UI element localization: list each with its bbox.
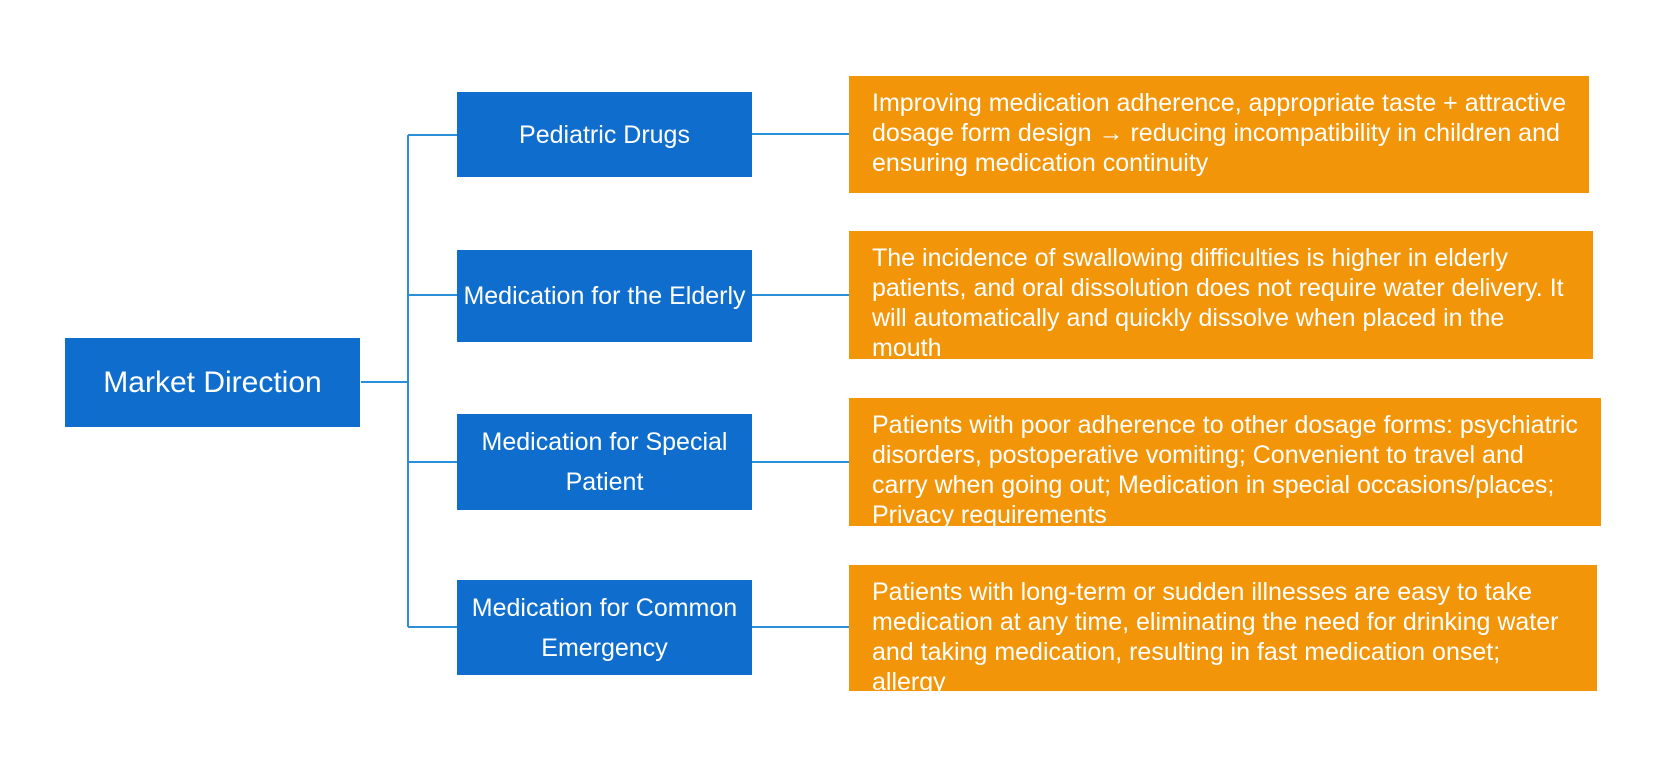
description-node-common-emergency: Patients with long-term or sudden illnes… xyxy=(849,565,1597,696)
category-node-special-patient: Medication for Special Patient xyxy=(457,414,752,510)
category-label: Medication for Common Emergency xyxy=(471,593,738,662)
description-text: Patients with long-term or sudden illnes… xyxy=(872,578,1559,696)
description-text: Patients with poor adherence to other do… xyxy=(872,411,1578,529)
description-node-pediatric: Improving medication adherence, appropri… xyxy=(849,76,1589,193)
description-node-elderly: The incidence of swallowing difficulties… xyxy=(849,231,1593,362)
market-direction-label: Market Direction xyxy=(103,365,322,399)
category-node-elderly: Medication for the Elderly xyxy=(457,250,752,342)
category-label: Medication for the Elderly xyxy=(463,282,746,310)
category-node-pediatric: Pediatric Drugs xyxy=(457,92,752,177)
description-text: The incidence of swallowing difficulties… xyxy=(872,244,1564,362)
category-node-common-emergency: Medication for Common Emergency xyxy=(457,580,752,675)
connector-group xyxy=(361,133,849,628)
category-label: Medication for Special Patient xyxy=(481,428,728,496)
description-text: Improving medication adherence, appropri… xyxy=(872,89,1567,177)
description-node-special-patient: Patients with poor adherence to other do… xyxy=(849,398,1601,529)
category-label: Pediatric Drugs xyxy=(519,120,690,149)
market-direction-node: Market Direction xyxy=(65,338,360,427)
